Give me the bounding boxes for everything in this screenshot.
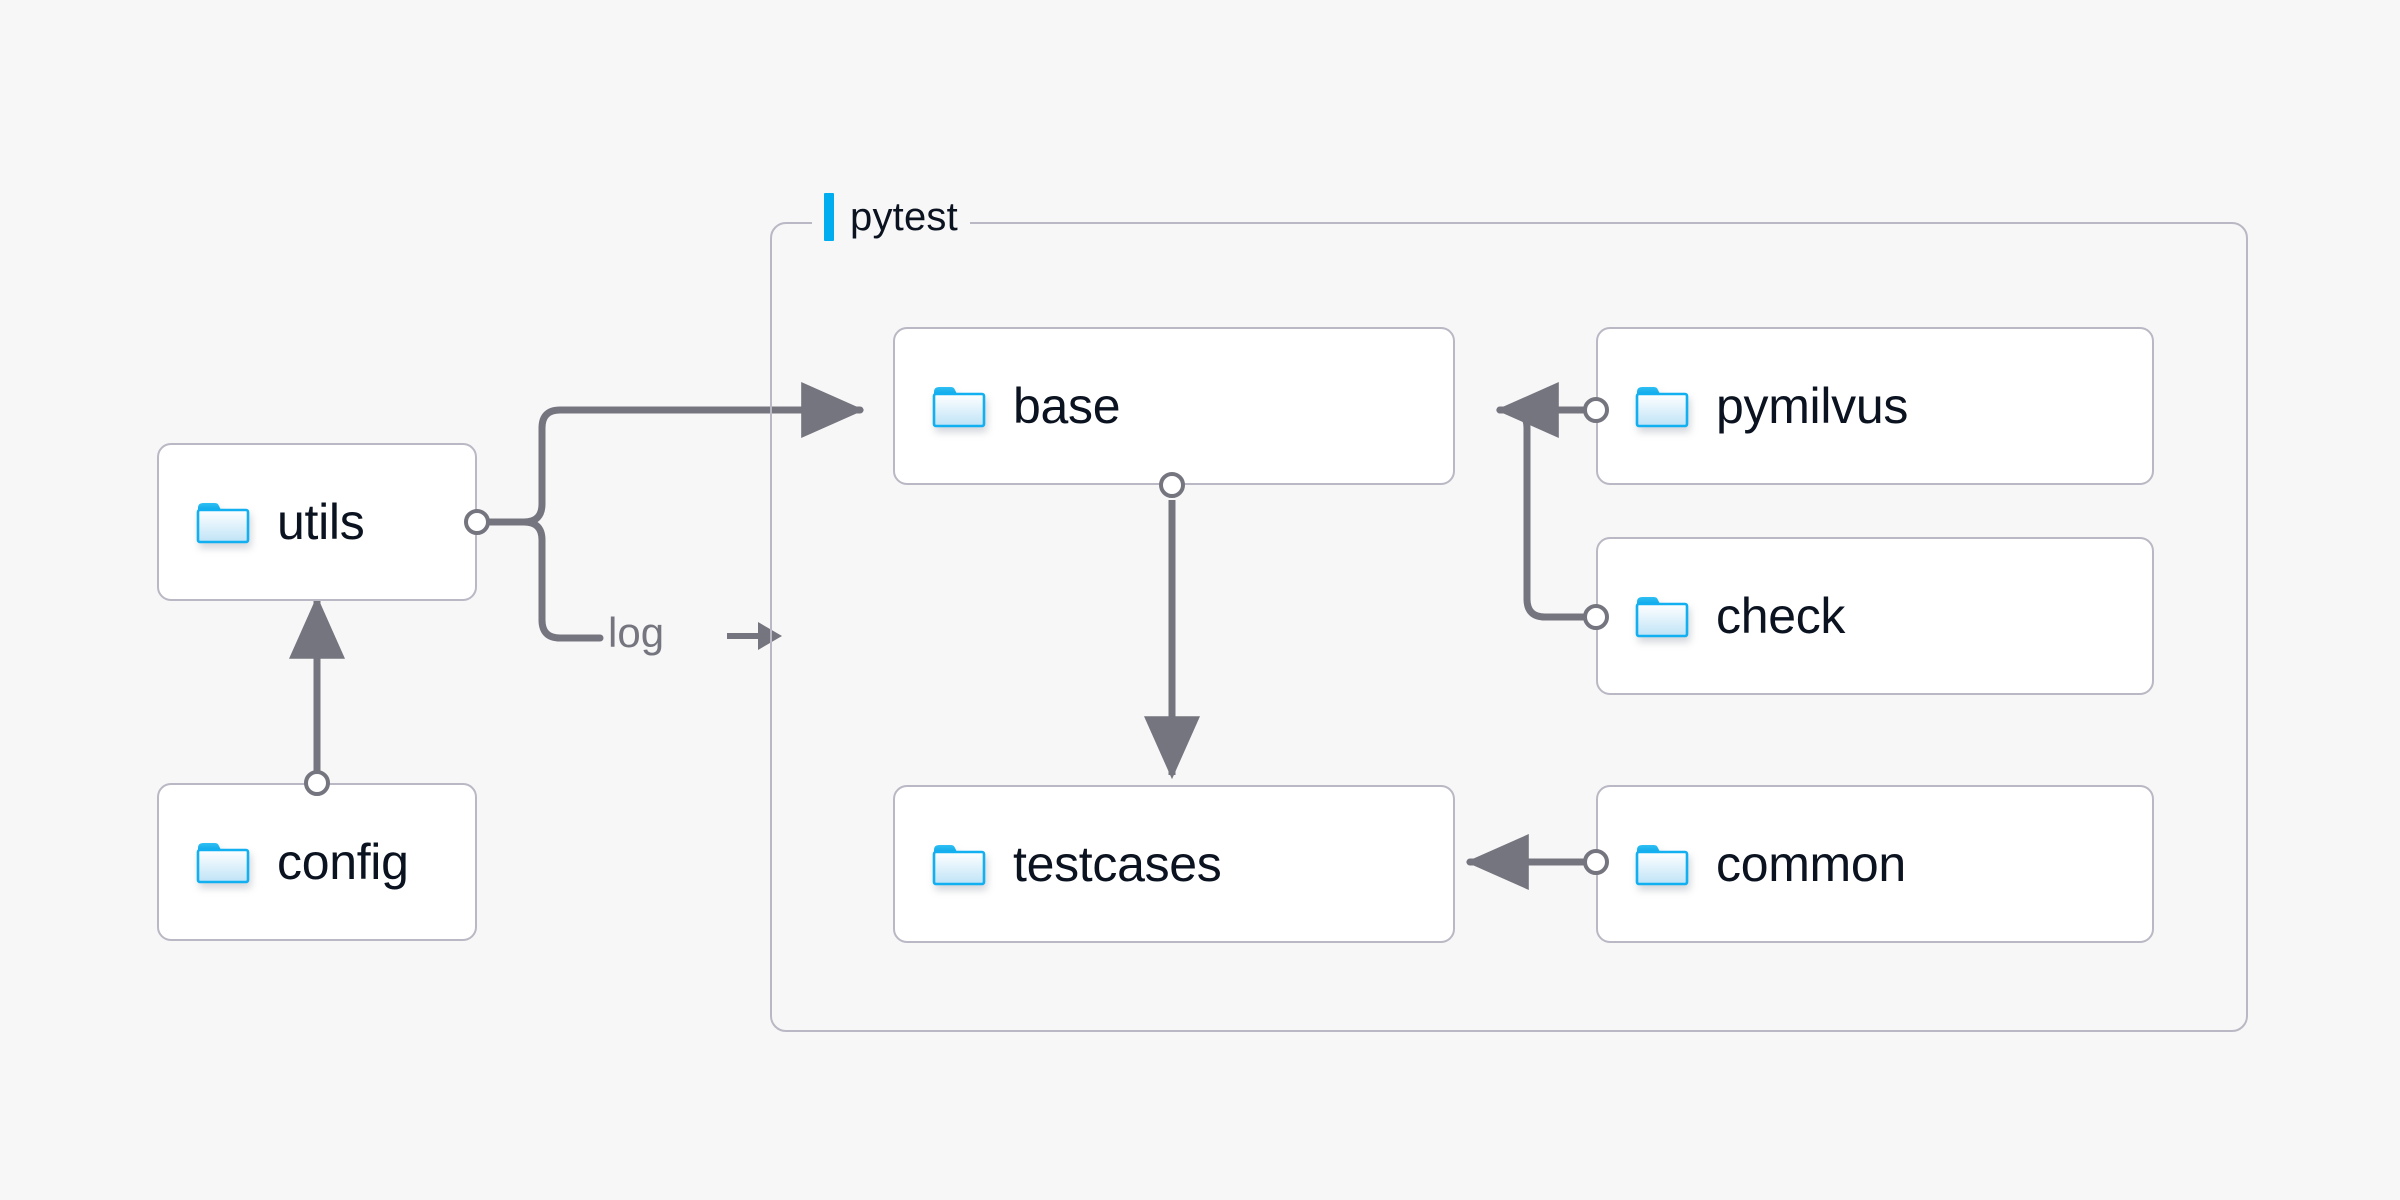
port-base-bottom[interactable] (1159, 472, 1185, 498)
node-utils-content: utils (159, 494, 365, 550)
port-common-left[interactable] (1583, 849, 1609, 875)
node-config[interactable]: config (157, 783, 477, 941)
group-accent-bar (824, 193, 834, 241)
folder-icon (196, 843, 250, 884)
folder-icon (196, 503, 250, 544)
folder-icon (1635, 597, 1689, 638)
node-base[interactable]: base (893, 327, 1455, 485)
node-check-label: check (1716, 588, 1846, 644)
node-config-content: config (159, 837, 409, 887)
node-common[interactable]: common (1596, 785, 2154, 943)
group-label-text: pytest (850, 194, 958, 239)
node-base-label: base (1013, 378, 1121, 434)
folder-icon (1635, 387, 1689, 428)
edge-utils-to-log (483, 518, 604, 642)
node-check[interactable]: check (1596, 537, 2154, 695)
folder-icon (932, 387, 986, 428)
node-common-content: common (1598, 839, 1906, 889)
port-utils-right[interactable] (464, 509, 490, 535)
port-pymilvus-left[interactable] (1583, 397, 1609, 423)
folder-icon (1635, 845, 1689, 886)
node-check-content: check (1598, 591, 1845, 641)
group-container-pytest (770, 222, 2248, 1032)
node-config-label: config (277, 834, 409, 890)
node-base-content: base (895, 378, 1121, 434)
edge-label-log: log (608, 609, 665, 656)
group-label-pytest: pytest (812, 190, 970, 244)
node-common-label: common (1716, 836, 1906, 892)
node-pymilvus-label: pymilvus (1716, 378, 1909, 434)
node-testcases-label: testcases (1013, 836, 1222, 892)
port-check-left[interactable] (1583, 604, 1609, 630)
port-config-top[interactable] (304, 770, 330, 796)
folder-icon (932, 845, 986, 886)
node-testcases-content: testcases (895, 839, 1222, 889)
node-testcases[interactable]: testcases (893, 785, 1455, 943)
node-pymilvus[interactable]: pymilvus (1596, 327, 2154, 485)
node-pymilvus-content: pymilvus (1598, 381, 1908, 431)
node-utils[interactable]: utils (157, 443, 477, 601)
node-utils-label: utils (277, 494, 365, 550)
